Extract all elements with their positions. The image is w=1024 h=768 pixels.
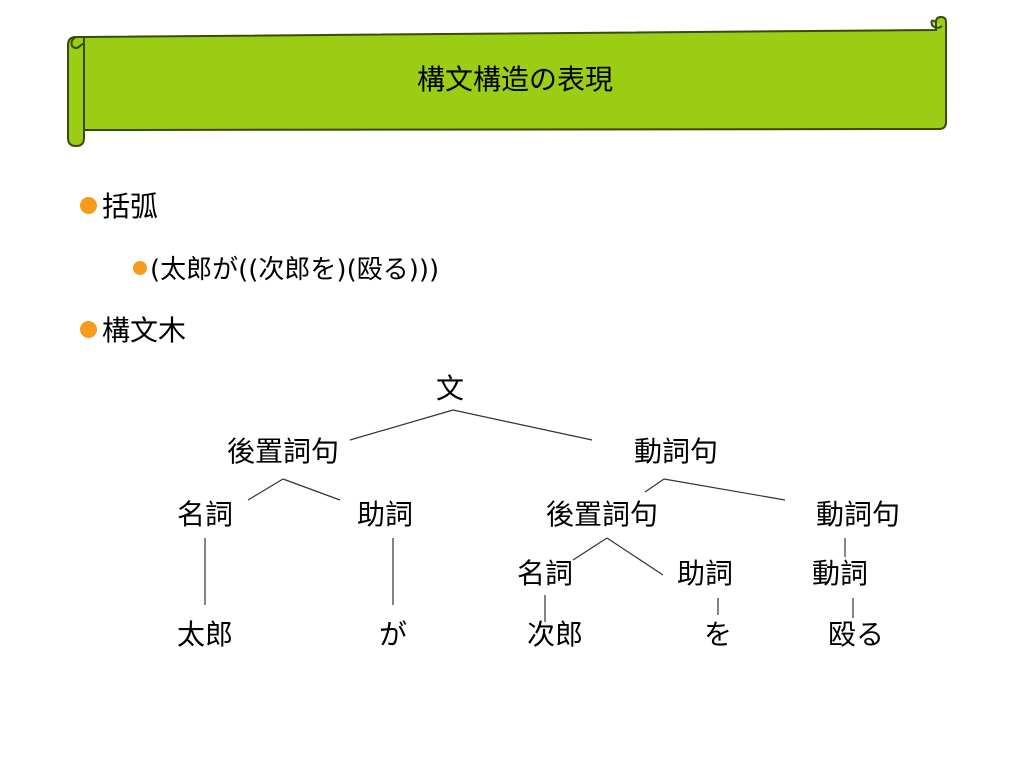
tree-leaf-word: が (378, 618, 408, 651)
slide-title: 構文構造の表現 (416, 63, 613, 96)
bullet-parentheses: 括弧 (80, 187, 158, 227)
tree-node-postpositional-phrase: 後置詞句 (226, 435, 340, 468)
banner-left-curl (67, 36, 85, 148)
tree-node-postpositional-phrase: 後置詞句 (545, 498, 659, 531)
tree-leaf-word: 次郎 (526, 618, 584, 651)
bullet-dot-icon (80, 197, 97, 214)
tree-node-verb: 動詞 (811, 557, 869, 590)
banner-left-curl-inner (70, 36, 85, 49)
tree-edge-pp2-p2 (606, 537, 664, 576)
tree-node-noun: 名詞 (516, 557, 574, 590)
tree-node-particle: 助詞 (676, 557, 734, 590)
tree-node-particle: 助詞 (356, 498, 414, 531)
tree-leaf-word: を (703, 618, 733, 651)
bullet-text: (太郎が((次郎を)(殴る))) (150, 255, 440, 285)
bullet-bracket-example: (太郎が((次郎を)(殴る))) (133, 250, 439, 290)
tree-edge-vp1-pp2 (644, 478, 665, 493)
tree-edge-pp1-n1 (247, 478, 284, 501)
tree-edge-pp2-n2 (572, 537, 608, 561)
tree-edge-root-pp1 (349, 409, 454, 441)
tree-edge-root-vp1 (452, 409, 593, 441)
bullet-dot-icon (80, 321, 97, 338)
bullet-dot-icon (133, 261, 147, 275)
banner-body (83, 15, 947, 132)
title-banner (67, 15, 947, 148)
bullet-text: 括弧 (102, 190, 159, 223)
bullet-syntax-tree: 構文木 (80, 311, 186, 351)
tree-edge-vp1-vp2 (663, 478, 786, 501)
tree-node-verb-phrase: 動詞句 (633, 435, 719, 468)
tree-edge-pp1-p1 (282, 478, 341, 501)
tree-leaf-word: 太郎 (176, 618, 234, 651)
tree-node-noun: 名詞 (176, 498, 234, 531)
tree-node-verb-phrase: 動詞句 (815, 498, 901, 531)
tree-leaf-word: 殴る (827, 618, 885, 651)
tree-node-root: 文 (435, 372, 465, 405)
bullet-text: 構文木 (102, 314, 187, 347)
